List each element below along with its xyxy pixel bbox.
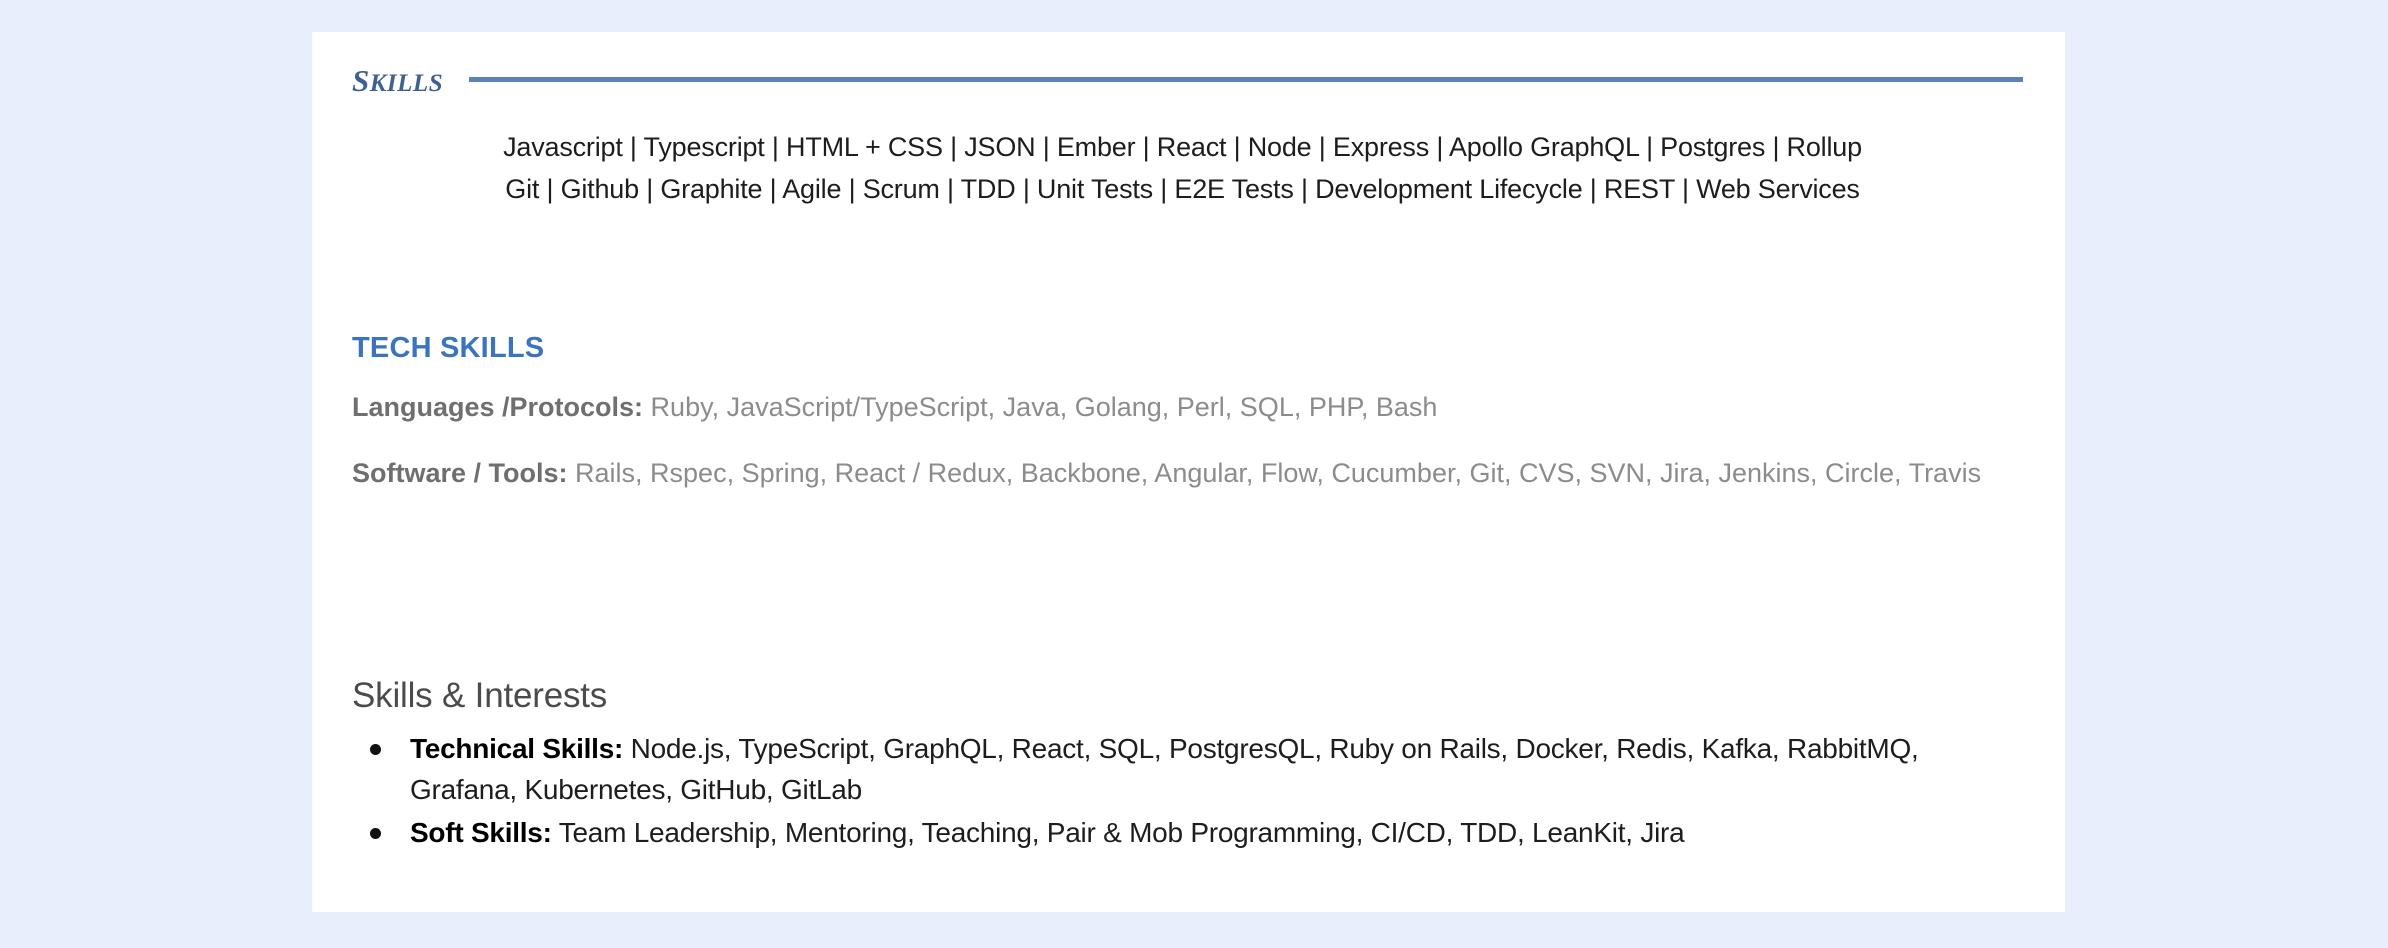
list-item: Technical Skills: Node.js, TypeScript, G… — [352, 728, 2025, 810]
document-page: Skills Javascript | Typescript | HTML + … — [312, 32, 2065, 912]
tech-skills-row-value: Ruby, JavaScript/TypeScript, Java, Golan… — [643, 392, 1438, 422]
skills-interests-section: Skills & Interests Technical Skills: Nod… — [352, 676, 2025, 855]
skills-list: Javascript | Typescript | HTML + CSS | J… — [352, 126, 2025, 210]
skills-section-header: Skills — [352, 50, 2025, 104]
tech-skills-section: TECH SKILLS Languages /Protocols: Ruby, … — [352, 332, 2025, 493]
tech-skills-row: Languages /Protocols: Ruby, JavaScript/T… — [352, 387, 2022, 427]
skills-interests-title: Skills & Interests — [352, 676, 608, 715]
list-item-label: Technical Skills: — [410, 733, 624, 764]
skills-section: Skills Javascript | Typescript | HTML + … — [352, 50, 2025, 210]
bullet-icon — [370, 744, 381, 755]
tech-skills-row: Software / Tools: Rails, Rspec, Spring, … — [352, 453, 2022, 493]
tech-skills-title: TECH SKILLS — [352, 332, 545, 364]
list-item: Soft Skills: Team Leadership, Mentoring,… — [352, 812, 2025, 853]
skills-section-title: Skills — [352, 52, 444, 101]
list-item-value: Team Leadership, Mentoring, Teaching, Pa… — [551, 817, 1685, 848]
tech-skills-row-label: Languages /Protocols: — [352, 392, 644, 422]
skills-line: Git | Github | Graphite | Agile | Scrum … — [505, 174, 1860, 204]
skills-line: Javascript | Typescript | HTML + CSS | J… — [503, 132, 1862, 162]
tech-skills-row-value: Rails, Rspec, Spring, React / Redux, Bac… — [567, 458, 1982, 488]
list-item-label: Soft Skills: — [410, 817, 552, 848]
list-item-value: Node.js, TypeScript, GraphQL, React, SQL… — [410, 733, 1919, 805]
bullet-icon — [370, 828, 381, 839]
skills-interests-list: Technical Skills: Node.js, TypeScript, G… — [352, 728, 2025, 853]
tech-skills-row-label: Software / Tools: — [352, 458, 568, 488]
skills-divider-rule — [469, 76, 2023, 82]
